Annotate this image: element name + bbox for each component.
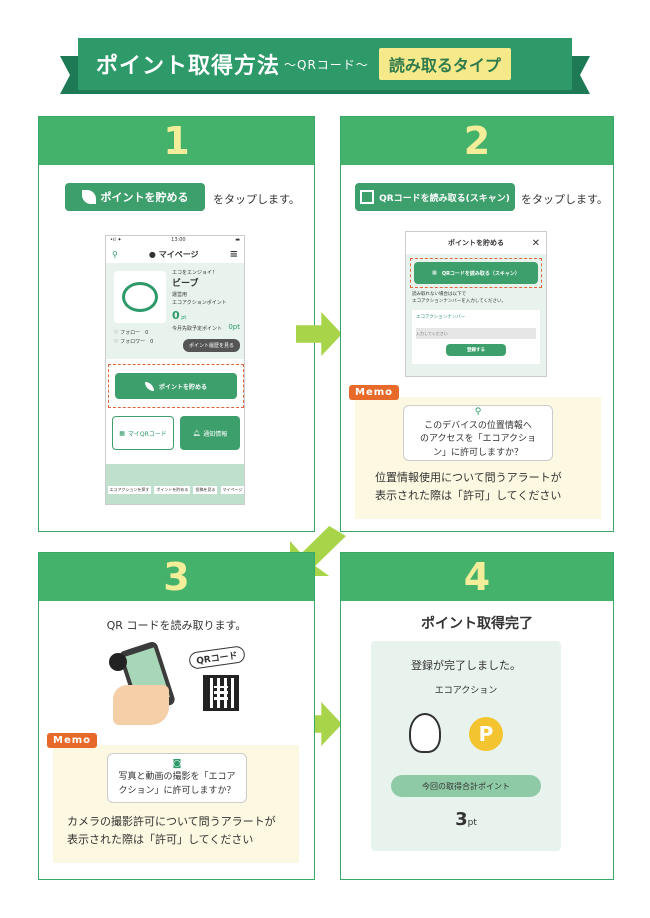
leaf-icon — [81, 190, 96, 204]
camera-alert: ◙ 写真と動画の撮影を「エコア クション」に許可しますか？ — [107, 753, 247, 803]
point-coin-icon: P — [469, 717, 503, 751]
instruction: をタップします。 — [213, 193, 300, 206]
points-label: エコアクションポイント — [172, 300, 227, 307]
points-value: 0 — [172, 309, 180, 323]
search-icon[interactable]: ⚲ — [112, 249, 118, 259]
total-label: 今回の取得合計ポイント — [391, 775, 541, 797]
modal-note-1: 読み取れない場合は以下で — [412, 292, 466, 297]
highlight-box: ポイントを貯める — [108, 364, 244, 408]
result-card: 登録が完了しました。 エコアクション P 今回の取得合計ポイント 3pt — [371, 641, 561, 851]
leaf-icon — [144, 381, 154, 391]
save-points-label: ポイントを貯める — [100, 191, 189, 204]
memo-text-1: 位置情報使用について問うアラートが — [375, 471, 562, 484]
instruction: をタップします。 — [521, 193, 608, 206]
step-4-panel: 4 ポイント取得完了 登録が完了しました。 エコアクション P 今回の取得合計ポ… — [340, 552, 614, 880]
total-points: 3 — [455, 809, 468, 830]
page-subtitle: ～QRコード～ — [284, 57, 369, 72]
nav-mypage[interactable]: マイページ — [220, 486, 244, 494]
done-message: 登録が完了しました。 — [411, 659, 521, 672]
location-alert: ⚲ このデバイスの位置情報へ のアクセスを「エコアクショ ン」に許可しますか？ — [403, 405, 553, 461]
modal-title: ポイントを貯める — [448, 239, 504, 247]
user-name: ビーブ — [172, 279, 199, 289]
register-button[interactable]: 登録する — [446, 343, 506, 356]
user-id: 運営用 — [172, 292, 188, 299]
planned-value: 0pt — [228, 323, 240, 331]
points-unit: pt — [181, 315, 187, 322]
memo-text-1: カメラの撮影許可について問うアラートが — [67, 815, 276, 828]
scan-qr-button[interactable]: QRコードを読み取る(スキャン) — [355, 183, 515, 211]
greeting: エコをエンジョイ！ — [172, 270, 218, 276]
modal-header: ポイントを貯める ✕ — [406, 232, 546, 254]
title-banner: ポイント取得方法 ～QRコード～ 読み取るタイプ — [60, 38, 590, 100]
step-3-panel: 3 QR コードを読み取ります。 QRコード ◙ 写真と動画の撮影を「エコア ク… — [38, 552, 315, 880]
qr-icon: ▦ — [432, 270, 437, 276]
step-number: 3 — [39, 553, 314, 601]
camera-icon — [109, 653, 127, 671]
status-bar: •ıl ✦13:00▬ — [110, 237, 240, 243]
save-points-button[interactable]: ポイントを貯める — [65, 183, 205, 211]
phone-mockup: •ıl ✦13:00▬ ⚲ ● マイページ ≡ エコをエンジョイ！ ビーブ 運営… — [105, 235, 245, 505]
memo-tag: Memo — [349, 385, 400, 400]
highlight-box: ▦QRコードを読み取る（スキャン） — [410, 258, 542, 288]
step-number: 4 — [341, 553, 613, 601]
qr-icon — [360, 190, 375, 204]
step-number: 1 — [39, 117, 314, 165]
header-title: ● マイページ — [148, 249, 199, 259]
location-icon: ⚲ — [474, 407, 482, 417]
bear-icon — [122, 282, 158, 312]
modal-note-2: エコアクションナンバーを入力してください。 — [412, 298, 507, 304]
memo-box: ⚲ このデバイスの位置情報へ のアクセスを「エコアクショ ン」に許可しますか？ … — [355, 397, 601, 519]
completion-title: ポイント取得完了 — [421, 616, 533, 632]
my-qr-button[interactable]: ▦マイQRコード — [112, 416, 174, 450]
instruction: QR コードを読み取ります。 — [106, 619, 247, 632]
step-2-panel: 2 QRコードを読み取る(スキャン) をタップします。 ポイントを貯める ✕ ▦… — [340, 116, 614, 532]
qr-icon: ▦ — [119, 429, 125, 437]
phone-save-button[interactable]: ポイントを貯める — [115, 373, 237, 399]
nav-search[interactable]: エコアクションを探す — [107, 486, 152, 494]
bear-icon — [409, 713, 441, 753]
close-icon[interactable]: ✕ — [531, 237, 540, 249]
step-1-panel: 1 ポイントを貯める をタップします。 •ıl ✦13:00▬ ⚲ ● マイペー… — [38, 116, 315, 532]
bottom-nav: エコアクションを探す ポイントを貯める 投稿を見る マイページ — [106, 464, 244, 504]
number-form: エコアクションナンバー 登録する — [412, 309, 540, 364]
menu-icon[interactable]: ≡ — [229, 248, 238, 260]
type-tag: 読み取るタイプ — [378, 48, 511, 80]
hand-icon — [113, 685, 169, 725]
qr-code-icon — [203, 675, 239, 711]
follower-count[interactable]: ♡ フォロワー 0 — [114, 339, 154, 345]
number-input[interactable] — [416, 327, 536, 339]
modal-scan-button[interactable]: ▦QRコードを読み取る（スキャン） — [414, 262, 538, 284]
qr-label: QRコード — [188, 645, 246, 670]
bell-icon: 🔔︎ — [192, 429, 201, 437]
memo-text-2: 表示された際は「許可」してください — [67, 832, 254, 846]
memo-box: ◙ 写真と動画の撮影を「エコア クション」に許可しますか？ カメラの撮影許可につ… — [53, 745, 299, 863]
field-label: エコアクションナンバー — [416, 314, 466, 320]
nav-save[interactable]: ポイントを貯める — [154, 486, 191, 494]
step-number: 2 — [341, 117, 613, 165]
page-title: ポイント取得方法 — [96, 54, 281, 79]
ribbon: ポイント取得方法 ～QRコード～ 読み取るタイプ — [78, 38, 572, 94]
app-header: ⚲ ● マイページ ≡ — [106, 246, 244, 262]
action-name: エコアクション — [434, 686, 498, 696]
memo-text-2: 表示された際は「許可」してください — [375, 488, 562, 502]
history-button[interactable]: ポイント履歴を見る — [182, 339, 240, 352]
nav-posts[interactable]: 投稿を見る — [193, 486, 218, 494]
hand-phone-illustration — [109, 640, 189, 731]
avatar — [114, 271, 166, 323]
notice-button[interactable]: 🔔︎通知情報 — [180, 416, 240, 450]
total-unit: pt — [467, 818, 477, 828]
planned-label: 今月先取予定ポイント — [172, 325, 223, 332]
follow-count[interactable]: ♡ フォロー 0 — [114, 330, 149, 336]
profile-card: エコをエンジョイ！ ビーブ 運営用 エコアクションポイント 0 pt 今月先取予… — [106, 263, 244, 359]
camera-icon: ◙ — [172, 758, 182, 769]
memo-tag: Memo — [47, 733, 98, 748]
modal-mockup: ポイントを貯める ✕ ▦QRコードを読み取る（スキャン） 読み取れない場合は以下… — [405, 231, 547, 377]
